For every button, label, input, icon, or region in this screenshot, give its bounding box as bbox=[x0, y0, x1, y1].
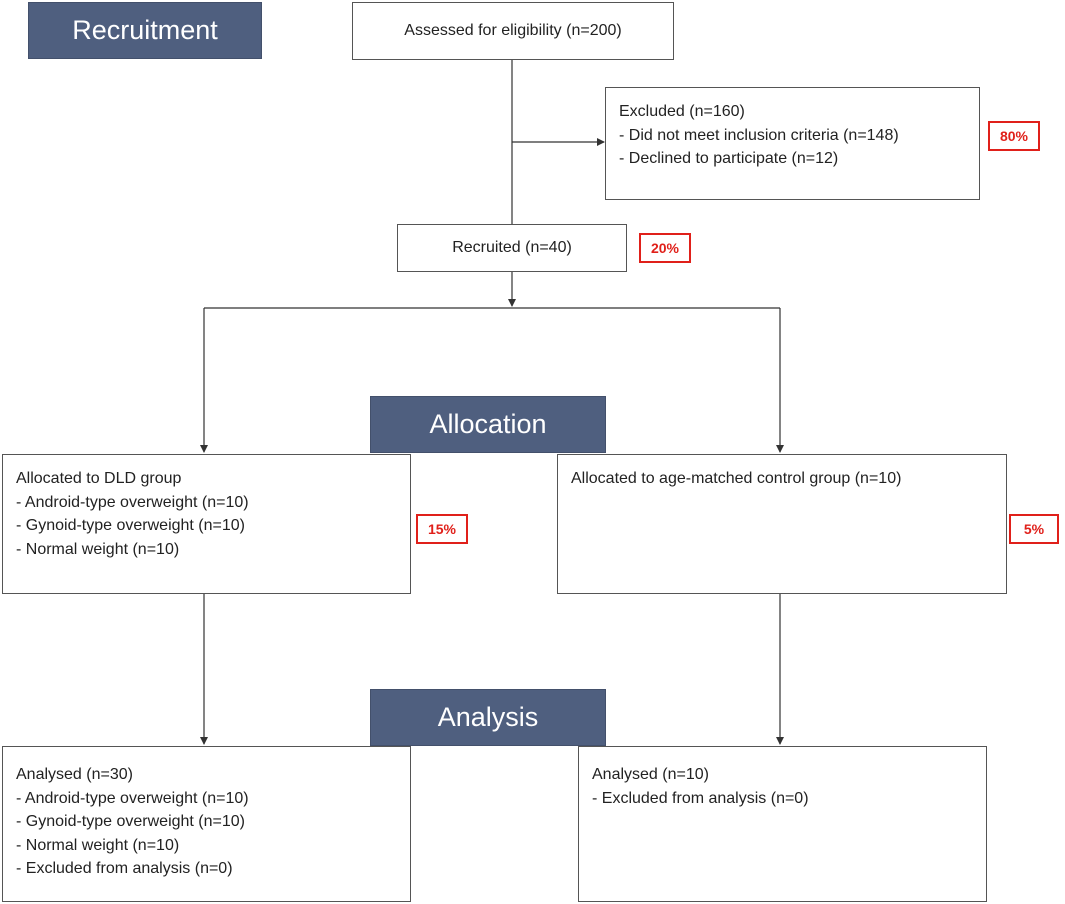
stage-header-analysis: Analysis bbox=[370, 689, 606, 746]
analysed-control-line-1: - Excluded from analysis (n=0) bbox=[592, 789, 809, 807]
assessed-box: Assessed for eligibility (n=200) bbox=[352, 2, 674, 60]
stage-label-allocation: Allocation bbox=[429, 409, 547, 439]
allocated-control-percent: 5% bbox=[1023, 521, 1045, 537]
allocated-dld-line-3: - Normal weight (n=10) bbox=[16, 540, 180, 558]
allocated-dld-percent-badge: 15% bbox=[416, 514, 468, 544]
analysed-control-box: Analysed (n=10) - Excluded from analysis… bbox=[578, 746, 987, 902]
allocated-control-title: Allocated to age-matched control group (… bbox=[571, 470, 902, 487]
allocated-dld-title: Allocated to DLD group bbox=[16, 470, 182, 487]
allocated-control-percent-badge: 5% bbox=[1009, 514, 1059, 544]
allocated-control-box: Allocated to age-matched control group (… bbox=[557, 454, 1007, 594]
analysed-dld-line-1: - Android-type overweight (n=10) bbox=[16, 789, 249, 807]
recruited-box: Recruited (n=40) bbox=[397, 224, 627, 272]
analysed-dld-line-2: - Gynoid-type overweight (n=10) bbox=[16, 813, 245, 830]
excluded-line-1: - Did not meet inclusion criteria (n=148… bbox=[619, 126, 899, 144]
analysed-dld-box: Analysed (n=30) - Android-type overweigh… bbox=[2, 746, 411, 902]
analysed-dld-title: Analysed (n=30) bbox=[16, 766, 133, 783]
analysed-control-title: Analysed (n=10) bbox=[592, 766, 709, 783]
stage-label-analysis: Analysis bbox=[437, 702, 539, 732]
excluded-percent-badge: 80% bbox=[988, 121, 1040, 151]
excluded-title: Excluded (n=160) bbox=[619, 103, 745, 120]
allocated-dld-box: Allocated to DLD group - Android-type ov… bbox=[2, 454, 411, 594]
analysed-dld-line-4: - Excluded from analysis (n=0) bbox=[16, 860, 233, 877]
stage-header-recruitment: Recruitment bbox=[28, 2, 262, 59]
assessed-label: Assessed for eligibility (n=200) bbox=[404, 22, 622, 40]
allocated-dld-line-1: - Android-type overweight (n=10) bbox=[16, 493, 249, 511]
recruited-percent-badge: 20% bbox=[639, 233, 691, 263]
allocated-dld-percent: 15% bbox=[427, 521, 457, 537]
stage-label-recruitment: Recruitment bbox=[72, 15, 218, 45]
stage-header-allocation: Allocation bbox=[370, 396, 606, 453]
analysed-dld-line-3: - Normal weight (n=10) bbox=[16, 836, 180, 854]
excluded-line-2: - Declined to participate (n=12) bbox=[619, 150, 839, 167]
recruited-percent: 20% bbox=[650, 240, 680, 256]
excluded-percent: 80% bbox=[999, 128, 1029, 144]
allocated-dld-line-2: - Gynoid-type overweight (n=10) bbox=[16, 517, 245, 534]
excluded-box: Excluded (n=160) - Did not meet inclusio… bbox=[605, 87, 980, 200]
recruited-label: Recruited (n=40) bbox=[452, 239, 572, 257]
